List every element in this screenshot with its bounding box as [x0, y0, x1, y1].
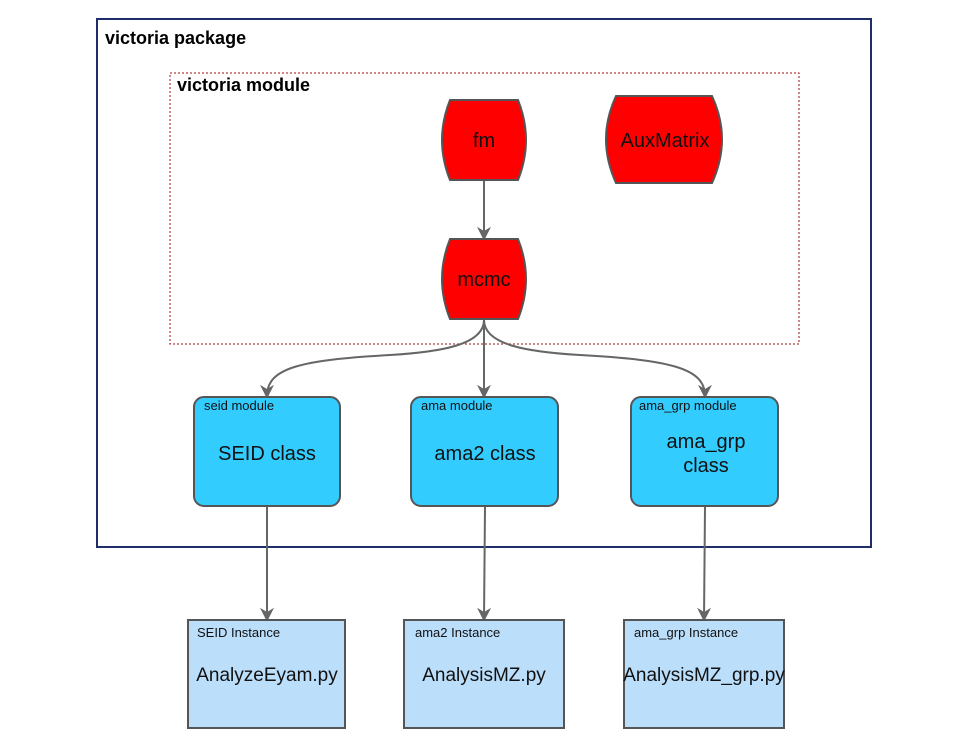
edge-mcmc-to-ama-grp [483, 319, 712, 399]
instance-seid[interactable]: SEID Instance AnalyzeEyam.py [187, 619, 346, 729]
class-ama[interactable]: ama module ama2 class [410, 396, 559, 507]
node-mcmc-label: mcmc [457, 269, 510, 291]
ama-module-label: ama module [421, 398, 493, 413]
node-auxmatrix[interactable]: AuxMatrix [605, 95, 723, 184]
ama2-instance-label: ama2 Instance [415, 625, 500, 640]
class-seid[interactable]: seid module SEID class [193, 396, 341, 507]
edge-ama-grp-to-instance [697, 506, 712, 622]
ama2-instance-file: AnalysisMZ.py [422, 665, 546, 686]
ama-grp-class-label-line2: class [683, 455, 729, 477]
ama-grp-instance-label: ama_grp Instance [634, 625, 738, 640]
node-mcmc[interactable]: mcmc [441, 238, 527, 320]
class-ama-grp[interactable]: ama_grp module ama_grp class [630, 396, 779, 507]
ama-grp-module-label: ama_grp module [639, 398, 737, 413]
seid-instance-label: SEID Instance [197, 625, 280, 640]
node-fm-label: fm [473, 130, 495, 152]
seid-class-label: SEID class [218, 443, 316, 465]
edge-mcmc-to-seid [260, 319, 485, 399]
ama-grp-class-label-line1: ama_grp [667, 431, 746, 453]
package-title: victoria package [105, 28, 246, 48]
edge-ama-to-instance [477, 506, 492, 622]
instance-ama-grp[interactable]: ama_grp Instance AnalysisMZ_grp.py [623, 619, 785, 729]
module-title: victoria module [177, 75, 310, 95]
seid-instance-file: AnalyzeEyam.py [196, 665, 338, 686]
node-fm[interactable]: fm [441, 99, 527, 181]
ama-class-label: ama2 class [434, 443, 535, 465]
instance-ama2[interactable]: ama2 Instance AnalysisMZ.py [403, 619, 565, 729]
edges [260, 181, 712, 622]
ama-grp-instance-file: AnalysisMZ_grp.py [623, 665, 785, 686]
node-auxmatrix-label: AuxMatrix [621, 130, 710, 152]
seid-module-label: seid module [204, 398, 274, 413]
